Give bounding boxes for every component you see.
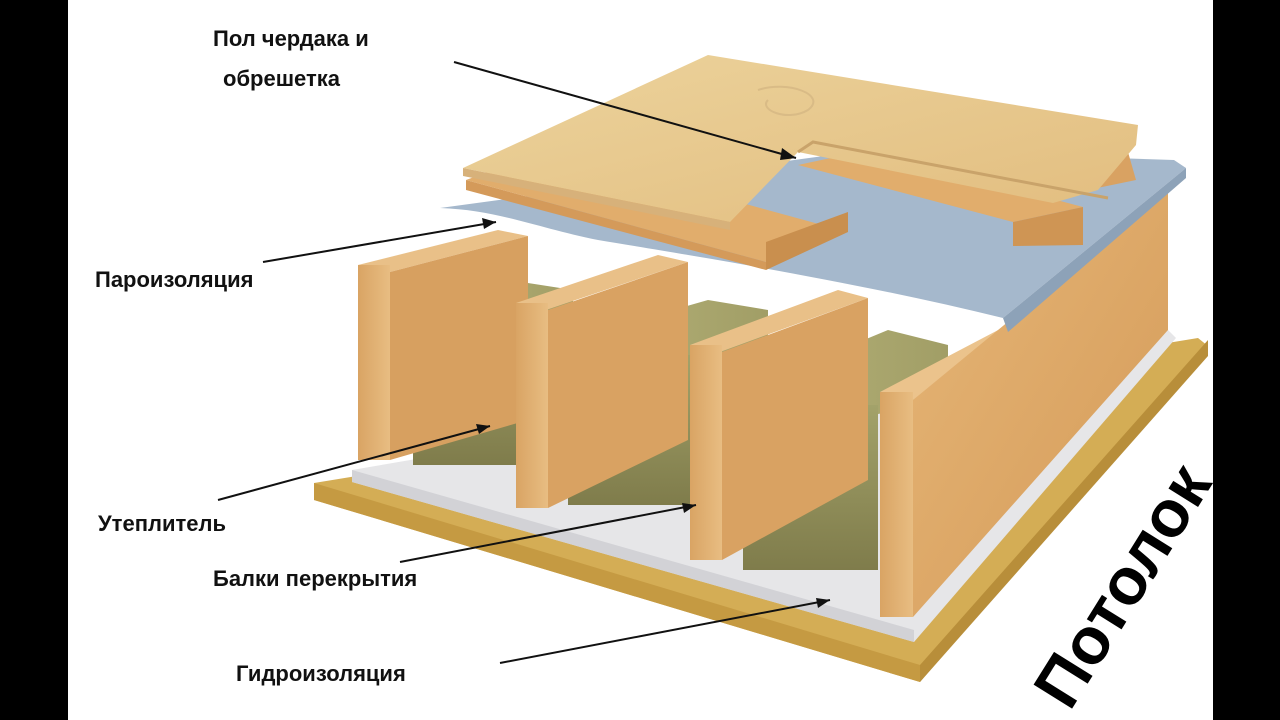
- attic-floor-plywood: [463, 55, 1138, 230]
- label-floor-beams: Балки перекрытия: [213, 566, 418, 591]
- label-attic-floor-line2: обрешетка: [223, 66, 341, 91]
- arrowhead-beams: [682, 503, 696, 513]
- label-insulation: Утеплитель: [98, 511, 226, 536]
- floor-beams: [358, 190, 1168, 617]
- arrowhead-waterproof: [816, 598, 830, 608]
- leader-lines: [217, 61, 831, 664]
- leader-vapor: [262, 221, 497, 263]
- leader-waterproof: [499, 599, 831, 664]
- arrowhead-floor: [780, 148, 796, 160]
- leader-floor: [453, 61, 797, 159]
- leader-beams: [399, 504, 697, 563]
- label-vapor-barrier: Пароизоляция: [95, 267, 254, 292]
- arrowhead-insulation: [476, 424, 490, 434]
- arrowhead-vapor: [482, 218, 496, 229]
- diagram-canvas: Пол чердака и обрешетка Пароизоляция Уте…: [68, 0, 1213, 720]
- label-waterproofing: Гидроизоляция: [236, 661, 406, 686]
- label-attic-floor-line1: Пол чердака и: [213, 26, 369, 51]
- floor-structure-illustration: [217, 55, 1208, 682]
- leader-insulation: [217, 425, 491, 501]
